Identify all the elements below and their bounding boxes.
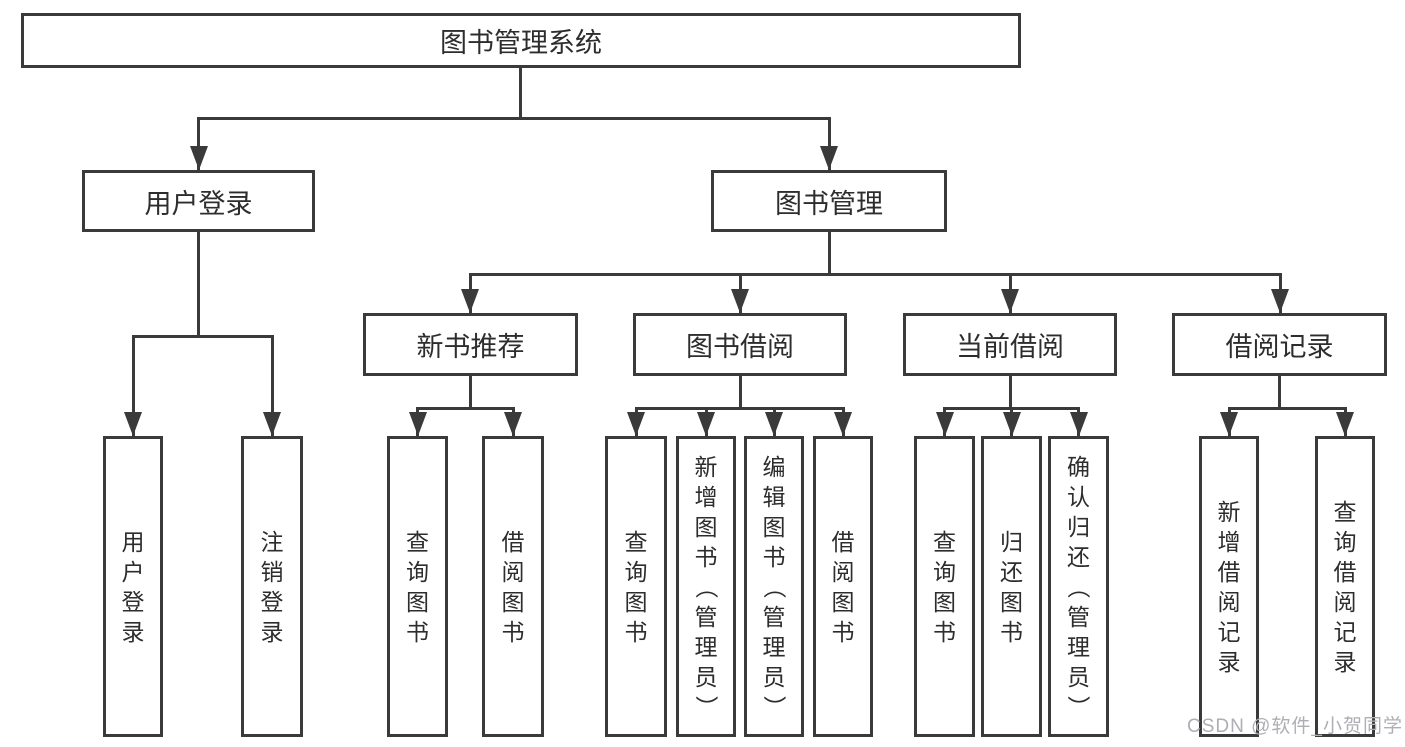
node-query-book-current: 查询图书	[914, 436, 975, 737]
arrow-down-icon	[765, 412, 783, 436]
connector-vline	[739, 376, 742, 407]
connector-vline	[519, 68, 522, 119]
connector-hline	[943, 407, 1080, 410]
arrow-down-icon	[124, 412, 142, 436]
connector-vline	[132, 338, 135, 436]
connector-hline	[197, 117, 831, 120]
arrow-down-icon	[1220, 412, 1238, 436]
arrow-down-icon	[1001, 289, 1019, 313]
node-library-system: 图书管理系统	[21, 13, 1021, 68]
connector-vline	[828, 120, 831, 170]
node-query-book-borrow: 查询图书	[605, 436, 667, 737]
node-book-management: 图书管理	[711, 170, 947, 232]
connector-hline	[132, 335, 274, 338]
node-book-borrowing: 图书借阅	[633, 313, 847, 376]
arrow-down-icon	[504, 412, 522, 436]
arrow-down-icon	[697, 412, 715, 436]
node-new-book-recommend: 新书推荐	[363, 313, 578, 376]
node-query-book-recommend: 查询图书	[387, 436, 448, 737]
node-add-book-admin: 新增图书（管理员）	[676, 436, 736, 737]
arrow-down-icon	[731, 289, 749, 313]
connector-vline	[1278, 376, 1281, 407]
connector-vline	[271, 338, 274, 436]
arrow-down-icon	[263, 412, 281, 436]
connector-hline	[1228, 407, 1347, 410]
node-query-borrow-record: 查询借阅记录	[1315, 436, 1375, 737]
node-edit-book-admin: 编辑图书（管理员）	[744, 436, 804, 737]
node-add-borrow-record: 新增借阅记录	[1199, 436, 1259, 737]
arrow-down-icon	[627, 412, 645, 436]
node-borrow-book-recommend: 借阅图书	[482, 436, 544, 737]
arrow-down-icon	[461, 289, 479, 313]
connector-vline	[828, 232, 831, 273]
arrow-down-icon	[409, 412, 427, 436]
connector-hline	[635, 407, 845, 410]
arrow-down-icon	[1271, 289, 1289, 313]
arrow-down-icon	[1070, 412, 1088, 436]
connector-vline	[1009, 376, 1012, 407]
arrow-down-icon	[190, 146, 208, 170]
arrow-down-icon	[820, 146, 838, 170]
connector-hline	[416, 407, 515, 410]
node-borrowing-records: 借阅记录	[1172, 313, 1387, 376]
arrow-down-icon	[834, 412, 852, 436]
connector-vline	[197, 120, 200, 170]
node-return-book: 归还图书	[981, 436, 1042, 737]
connector-vline	[469, 376, 472, 407]
node-current-borrowing: 当前借阅	[903, 313, 1117, 376]
connector-vline	[197, 232, 200, 335]
arrow-down-icon	[1003, 412, 1021, 436]
node-borrow-book-borrow: 借阅图书	[813, 436, 873, 737]
node-user-login-action: 用户登录	[103, 436, 163, 737]
watermark: CSDN @软件_小贺同学	[1187, 716, 1403, 737]
arrow-down-icon	[1336, 412, 1354, 436]
arrow-down-icon	[936, 412, 954, 436]
node-logout: 注销登录	[241, 436, 303, 737]
node-confirm-return-admin: 确认归还（管理员）	[1048, 436, 1109, 737]
connector-hline	[469, 273, 1282, 276]
node-user-login: 用户登录	[82, 170, 315, 232]
